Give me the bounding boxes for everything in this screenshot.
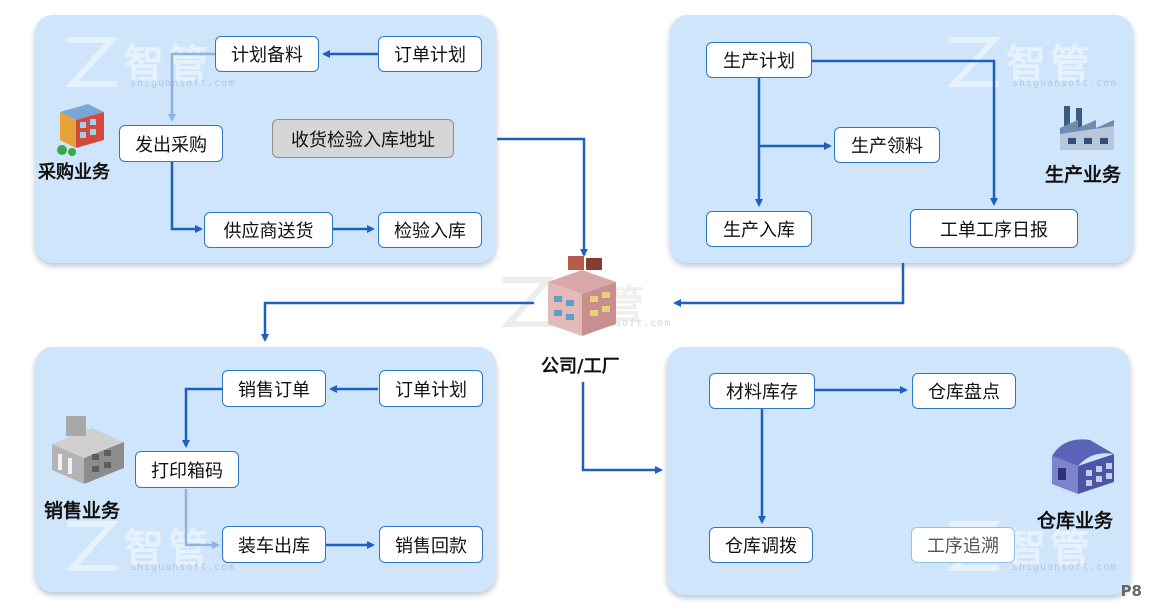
node-production-storage-label: 生产入库 [723, 220, 795, 241]
company-label: 公司/工厂 [541, 356, 620, 377]
sales-title: 销售业务 [44, 500, 121, 522]
factory-icon [1060, 106, 1114, 150]
node-material-inventory[interactable]: 材料库存 [709, 373, 815, 409]
node-work-order-report[interactable]: 工单工序日报 [910, 209, 1078, 248]
purchase-title: 采购业务 [38, 162, 110, 183]
company-building-icon [548, 256, 616, 336]
node-supplier-delivery-label: 供应商送货 [223, 221, 314, 242]
purchase-building-icon [57, 104, 104, 156]
node-issue-purchase[interactable]: 发出采购 [119, 125, 223, 162]
node-inspect-storage-label: 检验入库 [394, 221, 466, 242]
node-transfer[interactable]: 仓库调拨 [709, 527, 813, 563]
production-title: 生产业务 [1045, 164, 1122, 186]
node-purchase-order-plan[interactable]: 订单计划 [378, 36, 482, 72]
node-production-plan-label: 生产计划 [723, 51, 795, 72]
node-sales-payment[interactable]: 销售回款 [379, 526, 483, 563]
node-sales-order[interactable]: 销售订单 [222, 370, 326, 407]
node-sales-payment-label: 销售回款 [395, 535, 467, 557]
node-receiving-address[interactable]: 收货检验入库地址 [272, 119, 454, 158]
node-sales-order-plan[interactable]: 订单计划 [379, 370, 483, 407]
arrow-production-to-company [673, 263, 905, 307]
arrow-purchase-to-company [497, 137, 588, 257]
arrow-company-to-warehouse [581, 382, 663, 474]
node-supplier-delivery[interactable]: 供应商送货 [204, 212, 333, 248]
warehouse-title: 仓库业务 [1037, 510, 1114, 532]
node-material-inventory-label: 材料库存 [726, 382, 798, 403]
node-load-ship[interactable]: 装车出库 [222, 526, 326, 563]
warehouse-icon [1052, 439, 1114, 494]
arrow-company-to-sales [261, 301, 534, 342]
node-production-storage[interactable]: 生产入库 [706, 211, 812, 247]
node-load-ship-label: 装车出库 [238, 535, 310, 557]
node-process-trace[interactable]: 工序追溯 [911, 527, 1015, 563]
node-sales-order-plan-label: 订单计划 [395, 379, 467, 401]
node-process-trace-label: 工序追溯 [927, 536, 999, 557]
node-sales-order-label: 销售订单 [238, 379, 310, 401]
node-purchase-order-plan-label: 订单计划 [394, 45, 466, 66]
node-plan-materials-label: 计划备料 [231, 45, 303, 66]
node-inspect-storage[interactable]: 检验入库 [378, 212, 482, 248]
arrow-plan-to-report [812, 59, 998, 206]
node-work-order-report-label: 工单工序日报 [940, 219, 1048, 241]
node-stocktaking-label: 仓库盘点 [928, 382, 1000, 403]
node-receiving-address-label: 收货检验入库地址 [291, 129, 435, 151]
node-stocktaking[interactable]: 仓库盘点 [912, 373, 1016, 409]
page-number: P8 [1120, 582, 1142, 600]
node-transfer-label: 仓库调拨 [725, 536, 797, 557]
node-production-plan[interactable]: 生产计划 [706, 42, 812, 78]
node-print-box-code[interactable]: 打印箱码 [135, 451, 239, 488]
node-material-requisition[interactable]: 生产领料 [834, 127, 940, 163]
node-material-requisition-label: 生产领料 [851, 136, 923, 157]
arrow-plan-to-issue [168, 52, 216, 122]
sales-building-icon [52, 416, 124, 484]
arrow-issue-to-supplier [170, 162, 203, 233]
node-issue-purchase-label: 发出采购 [135, 134, 207, 156]
arrow-sales-order-to-print [182, 387, 222, 448]
arrow-print-to-load [184, 489, 220, 549]
node-print-box-code-label: 打印箱码 [151, 460, 223, 482]
node-plan-materials[interactable]: 计划备料 [215, 36, 319, 72]
